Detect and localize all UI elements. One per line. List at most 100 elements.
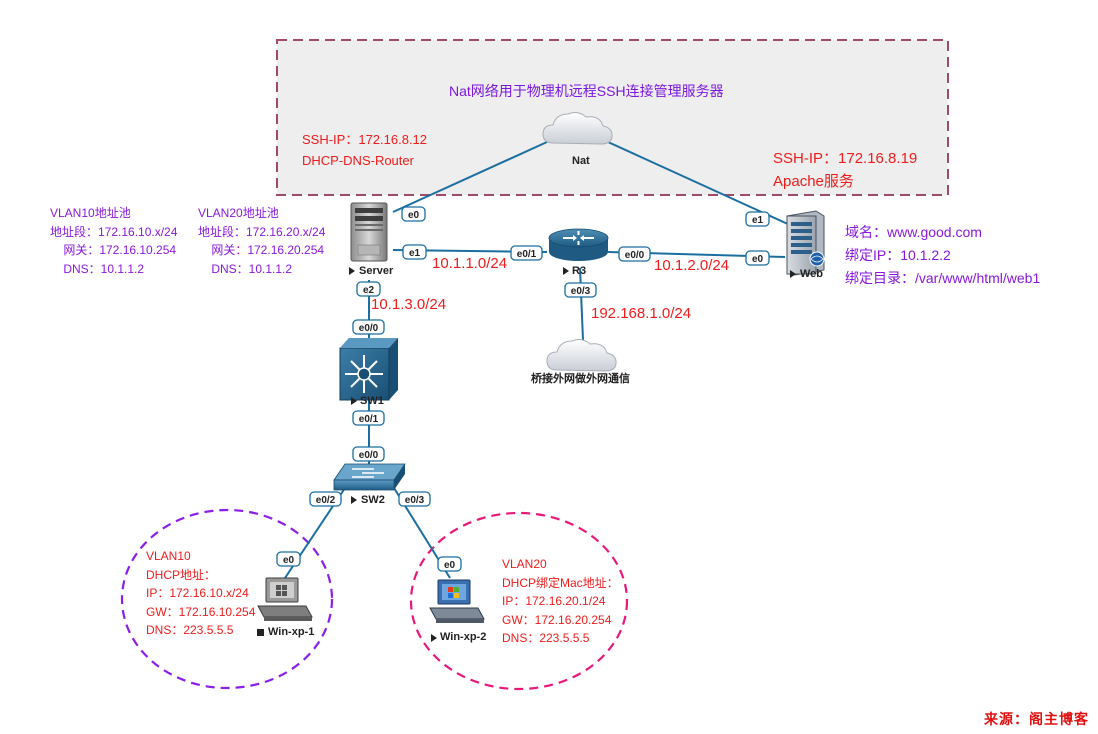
svg-text:e0: e0	[283, 555, 295, 566]
svg-text:e0/0: e0/0	[625, 250, 645, 261]
r3-label: R3	[572, 265, 587, 277]
winxp2-pc-icon[interactable]	[429, 579, 485, 623]
svg-text:e0/3: e0/3	[405, 495, 425, 506]
port-r3-e0-3[interactable]: e0/3	[564, 282, 597, 298]
port-sw1-e0-1[interactable]: e0/1	[352, 410, 385, 426]
svg-text:e0/3: e0/3	[571, 286, 591, 297]
vlan20-zone-circle	[409, 511, 629, 691]
nat-cloud-icon[interactable]	[542, 112, 613, 145]
note-line: DHCP-DNS-Router	[302, 153, 414, 168]
switch-sw2-icon[interactable]	[333, 463, 406, 491]
nat-label: Nat	[572, 155, 590, 167]
note-line: VLAN10地址池	[50, 206, 131, 220]
sw1-play-marker	[351, 397, 357, 405]
port-web-e1[interactable]: e1	[745, 211, 770, 227]
link-nat-web	[607, 141, 791, 226]
winxp1-stop-marker	[257, 629, 264, 636]
port-sw2-e0-2[interactable]: e0/2	[309, 491, 342, 507]
vlan10-pool-note: VLAN10地址池地址段：172.16.10.x/24 网关：172.16.10…	[50, 204, 177, 278]
svg-text:e1: e1	[409, 248, 421, 259]
note-line: DHCP地址：	[146, 567, 217, 582]
sw2-play-marker	[351, 496, 357, 504]
svg-text:e0/2: e0/2	[316, 495, 336, 506]
r3-play-marker	[563, 267, 569, 275]
sw2-label: SW2	[361, 494, 385, 506]
port-web-e0[interactable]: e0	[745, 250, 770, 266]
port-server-e0[interactable]: e0	[401, 206, 426, 222]
winxp1-pc-icon[interactable]	[257, 577, 313, 621]
note-line: Apache服务	[773, 173, 854, 190]
note-line: IP：172.16.20.1/24	[502, 594, 606, 608]
note-line: DNS：223.5.5.5	[146, 623, 234, 637]
svg-text:e0: e0	[408, 210, 420, 221]
source-credit: 来源：阁主博客	[984, 711, 1089, 727]
server-tower-icon[interactable]	[350, 202, 388, 262]
note-line: DHCP绑定Mac地址：	[502, 575, 619, 590]
port-sw1-e0-0[interactable]: e0/0	[352, 319, 385, 335]
svg-text:e0/0: e0/0	[359, 450, 379, 461]
note-line: SSH-IP：172.16.8.12	[302, 132, 428, 147]
port-winxp1-e0[interactable]: e0	[276, 551, 301, 567]
note-line: 地址段：172.16.10.x/24	[50, 224, 178, 239]
port-server-e2[interactable]: e2	[356, 281, 381, 297]
link-r3-bridge	[579, 267, 584, 341]
port-server-e1[interactable]: e1	[402, 244, 427, 260]
web-server-icon[interactable]	[786, 210, 825, 276]
note-line: GW：172.16.20.254	[502, 612, 612, 627]
router-r3-icon[interactable]	[548, 228, 609, 261]
note-line: VLAN10	[146, 549, 191, 563]
note-line: 绑定IP：10.1.2.2	[845, 247, 951, 263]
subnet-r3-bridge: 192.168.1.0/24	[591, 305, 692, 322]
web-label: Web	[800, 268, 824, 280]
bridge-cloud-icon[interactable]	[546, 339, 617, 372]
subnet-server-r3: 10.1.1.0/24	[432, 255, 508, 272]
svg-text:e0: e0	[444, 560, 456, 571]
svg-text:e0/1: e0/1	[359, 414, 379, 425]
note-line: 绑定目录：/var/www/html/web1	[845, 270, 1041, 286]
note-line: SSH-IP：172.16.8.19	[773, 150, 918, 167]
bridge-cloud-label: 桥接外网做外网通信	[531, 373, 630, 385]
nat-network-box	[276, 39, 949, 196]
note-line: DNS：223.5.5.5	[502, 631, 590, 645]
port-r3-e0-1[interactable]: e0/1	[510, 245, 543, 261]
svg-text:e2: e2	[363, 285, 375, 296]
port-winxp2-e0[interactable]: e0	[437, 556, 462, 572]
subnet-r3-web: 10.1.2.0/24	[654, 257, 730, 274]
server-label: Server	[359, 265, 394, 277]
winxp2-label: Win-xp-2	[440, 631, 487, 643]
vlan20-pool-note: VLAN20地址池地址段：172.16.20.x/24 网关：172.16.20…	[198, 204, 325, 278]
svg-text:e0/0: e0/0	[359, 323, 379, 334]
note-line: DNS：10.1.1.2	[50, 261, 145, 276]
nat-box-title: Nat网络用于物理机远程SSH连接管理服务器	[449, 83, 724, 99]
server-play-marker	[349, 267, 355, 275]
sw1-label: SW1	[360, 395, 384, 407]
svg-text:e0: e0	[752, 254, 764, 265]
winxp2-play-marker	[431, 634, 437, 642]
port-sw2-e0-3[interactable]: e0/3	[398, 491, 431, 507]
note-line: 地址段：172.16.20.x/24	[198, 224, 326, 239]
note-line: VLAN20地址池	[198, 206, 279, 220]
subnet-server-sw1: 10.1.3.0/24	[371, 296, 447, 313]
svg-text:e1: e1	[752, 215, 764, 226]
svg-text:e0/1: e0/1	[517, 249, 537, 260]
note-line: IP：172.16.10.x/24	[146, 586, 249, 600]
winxp1-label: Win-xp-1	[268, 626, 315, 638]
note-line: DNS：10.1.1.2	[198, 261, 293, 276]
web-play-marker	[790, 270, 796, 278]
note-line: GW：172.16.10.254	[146, 604, 256, 619]
port-r3-e0-0[interactable]: e0/0	[618, 246, 651, 262]
note-line: VLAN20	[502, 557, 547, 571]
switch-sw1-icon[interactable]	[339, 338, 398, 401]
port-sw2-e0-0[interactable]: e0/0	[352, 446, 385, 462]
note-line: 网关：172.16.10.254	[50, 243, 177, 257]
link-server-nat	[392, 141, 548, 213]
note-line: 网关：172.16.20.254	[198, 243, 325, 257]
vlan10-zone-circle	[120, 508, 334, 690]
